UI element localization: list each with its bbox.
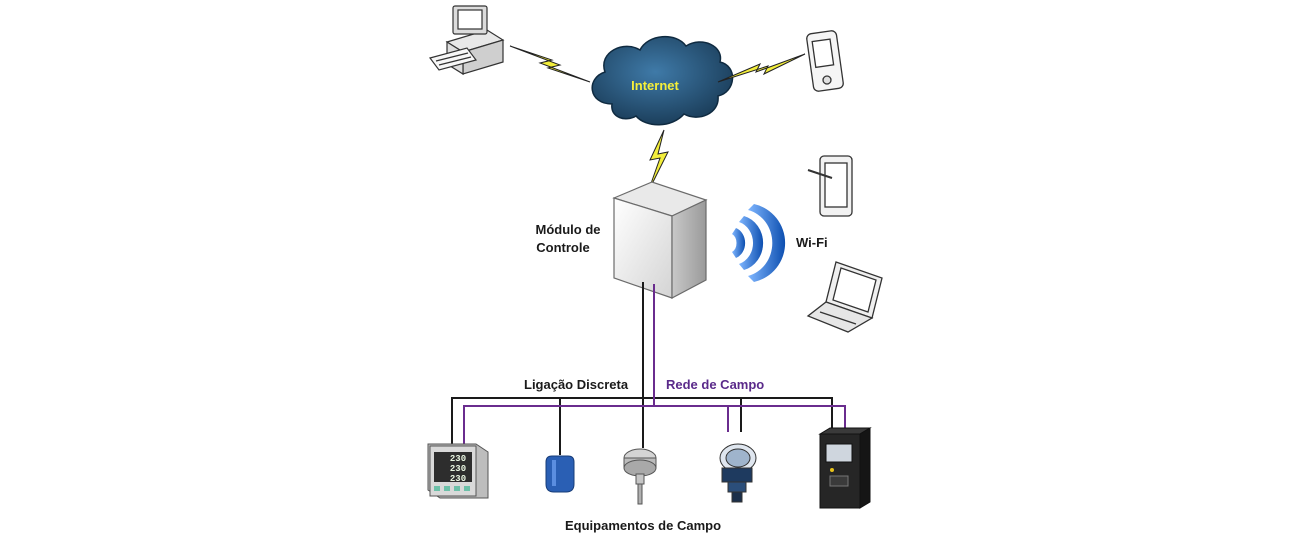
cloud-icon: Internet [591, 36, 734, 126]
field-network-wiring [463, 284, 846, 444]
internet-label: Internet [631, 78, 679, 93]
control-module-label-line1: Módulo de [536, 222, 601, 237]
lightning-bolt-icon [509, 45, 591, 83]
tablet-icon [807, 155, 853, 217]
wifi-label: Wi-Fi [796, 235, 828, 250]
meter-reading-3: 230 [450, 474, 466, 484]
flow-transmitter-icon [719, 443, 757, 503]
lightning-bolt-icon [717, 53, 806, 83]
meter-reading-2: 230 [450, 464, 466, 474]
wifi-signal-icon [732, 204, 786, 282]
frequency-inverter-icon [818, 427, 872, 509]
control-cabinet-icon [612, 181, 708, 299]
discrete-link-wiring [451, 282, 833, 455]
desktop-computer-icon [428, 5, 505, 76]
field-network-label: Rede de Campo [666, 377, 764, 392]
temperature-transmitter-icon [623, 448, 657, 505]
power-meter-icon: 230 230 230 [427, 443, 489, 499]
level-float-switch-icon [545, 455, 575, 493]
laptop-icon [806, 261, 883, 333]
meter-reading-1: 230 [450, 454, 466, 464]
field-equipment-label: Equipamentos de Campo [565, 518, 721, 533]
control-module-label-line2: Controle [536, 240, 589, 255]
pda-icon [806, 30, 844, 92]
discrete-link-label: Ligação Discreta [524, 377, 629, 392]
